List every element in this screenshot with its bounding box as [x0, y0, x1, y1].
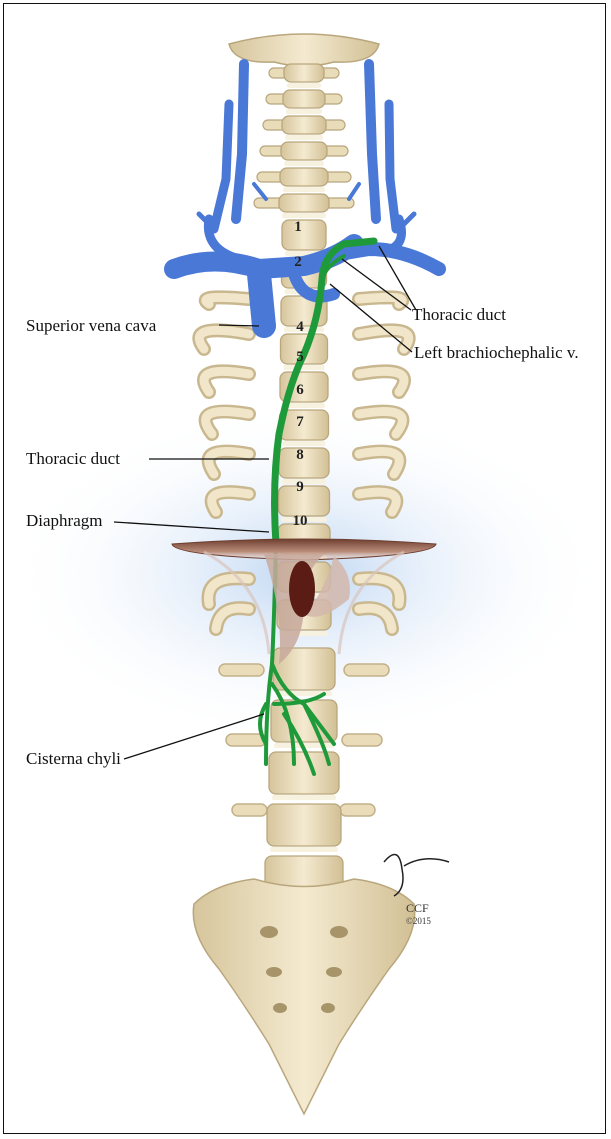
signature-year: ©2015: [406, 916, 431, 926]
intervertebral-disc: [287, 83, 321, 88]
intervertebral-disc: [283, 187, 325, 192]
intervertebral-disc: [284, 327, 324, 332]
vertebral-body: [282, 220, 326, 250]
vertebral-body: [281, 142, 327, 160]
intervertebral-disc: [283, 441, 326, 446]
vertebral-body: [283, 90, 325, 108]
vertebra-number: 2: [294, 254, 302, 270]
vertebral-body: [280, 168, 328, 186]
intervertebral-disc: [284, 161, 324, 166]
vertebra-number: 9: [296, 479, 304, 495]
label-cisterna-chyli: Cisterna chyli: [26, 749, 121, 768]
intervertebral-disc: [272, 795, 336, 800]
vertebra-number: 1: [294, 219, 302, 235]
label-left-brachiocephalic-vein: Left brachiochephalic v.: [414, 343, 579, 362]
atlas-vertebra: [229, 34, 379, 66]
label-diaphragm: Diaphragm: [26, 511, 102, 530]
signature-initials: CCF: [406, 901, 429, 915]
vertebra-number: 10: [293, 513, 308, 529]
sacrum: [193, 879, 414, 1114]
vertebral-body: [284, 64, 324, 82]
vertebral-body: [267, 804, 341, 846]
intervertebral-disc: [286, 109, 322, 114]
label-thoracic-duct-middle: Thoracic duct: [26, 449, 120, 468]
vertebral-body: [279, 448, 329, 478]
vertebral-body: [279, 194, 329, 212]
vertebra-number: 8: [296, 447, 304, 463]
intervertebral-disc: [270, 847, 338, 852]
vertebra-number: 6: [296, 382, 304, 398]
intervertebral-disc: [284, 365, 325, 370]
intervertebral-disc: [285, 135, 323, 140]
vertebral-body: [282, 116, 326, 134]
vertebral-body: [279, 486, 330, 516]
label-superior-vena-cava: Superior vena cava: [26, 316, 157, 335]
spine-lymphatic-diagram: 1 2 4 5 6 7 8 9 10 Superior vena cava Thoracic d…: [4, 4, 606, 1134]
vertebra-number: 5: [296, 349, 304, 365]
intervertebral-disc: [282, 479, 326, 484]
vertebra-number: 4: [296, 319, 304, 335]
intervertebral-disc: [282, 213, 326, 218]
vertebra-number: 7: [296, 414, 304, 430]
label-thoracic-duct-upper: Thoracic duct: [412, 305, 506, 324]
illustration-frame: 1 2 4 5 6 7 8 9 10 Superior vena cava Thoracic d…: [3, 3, 606, 1134]
